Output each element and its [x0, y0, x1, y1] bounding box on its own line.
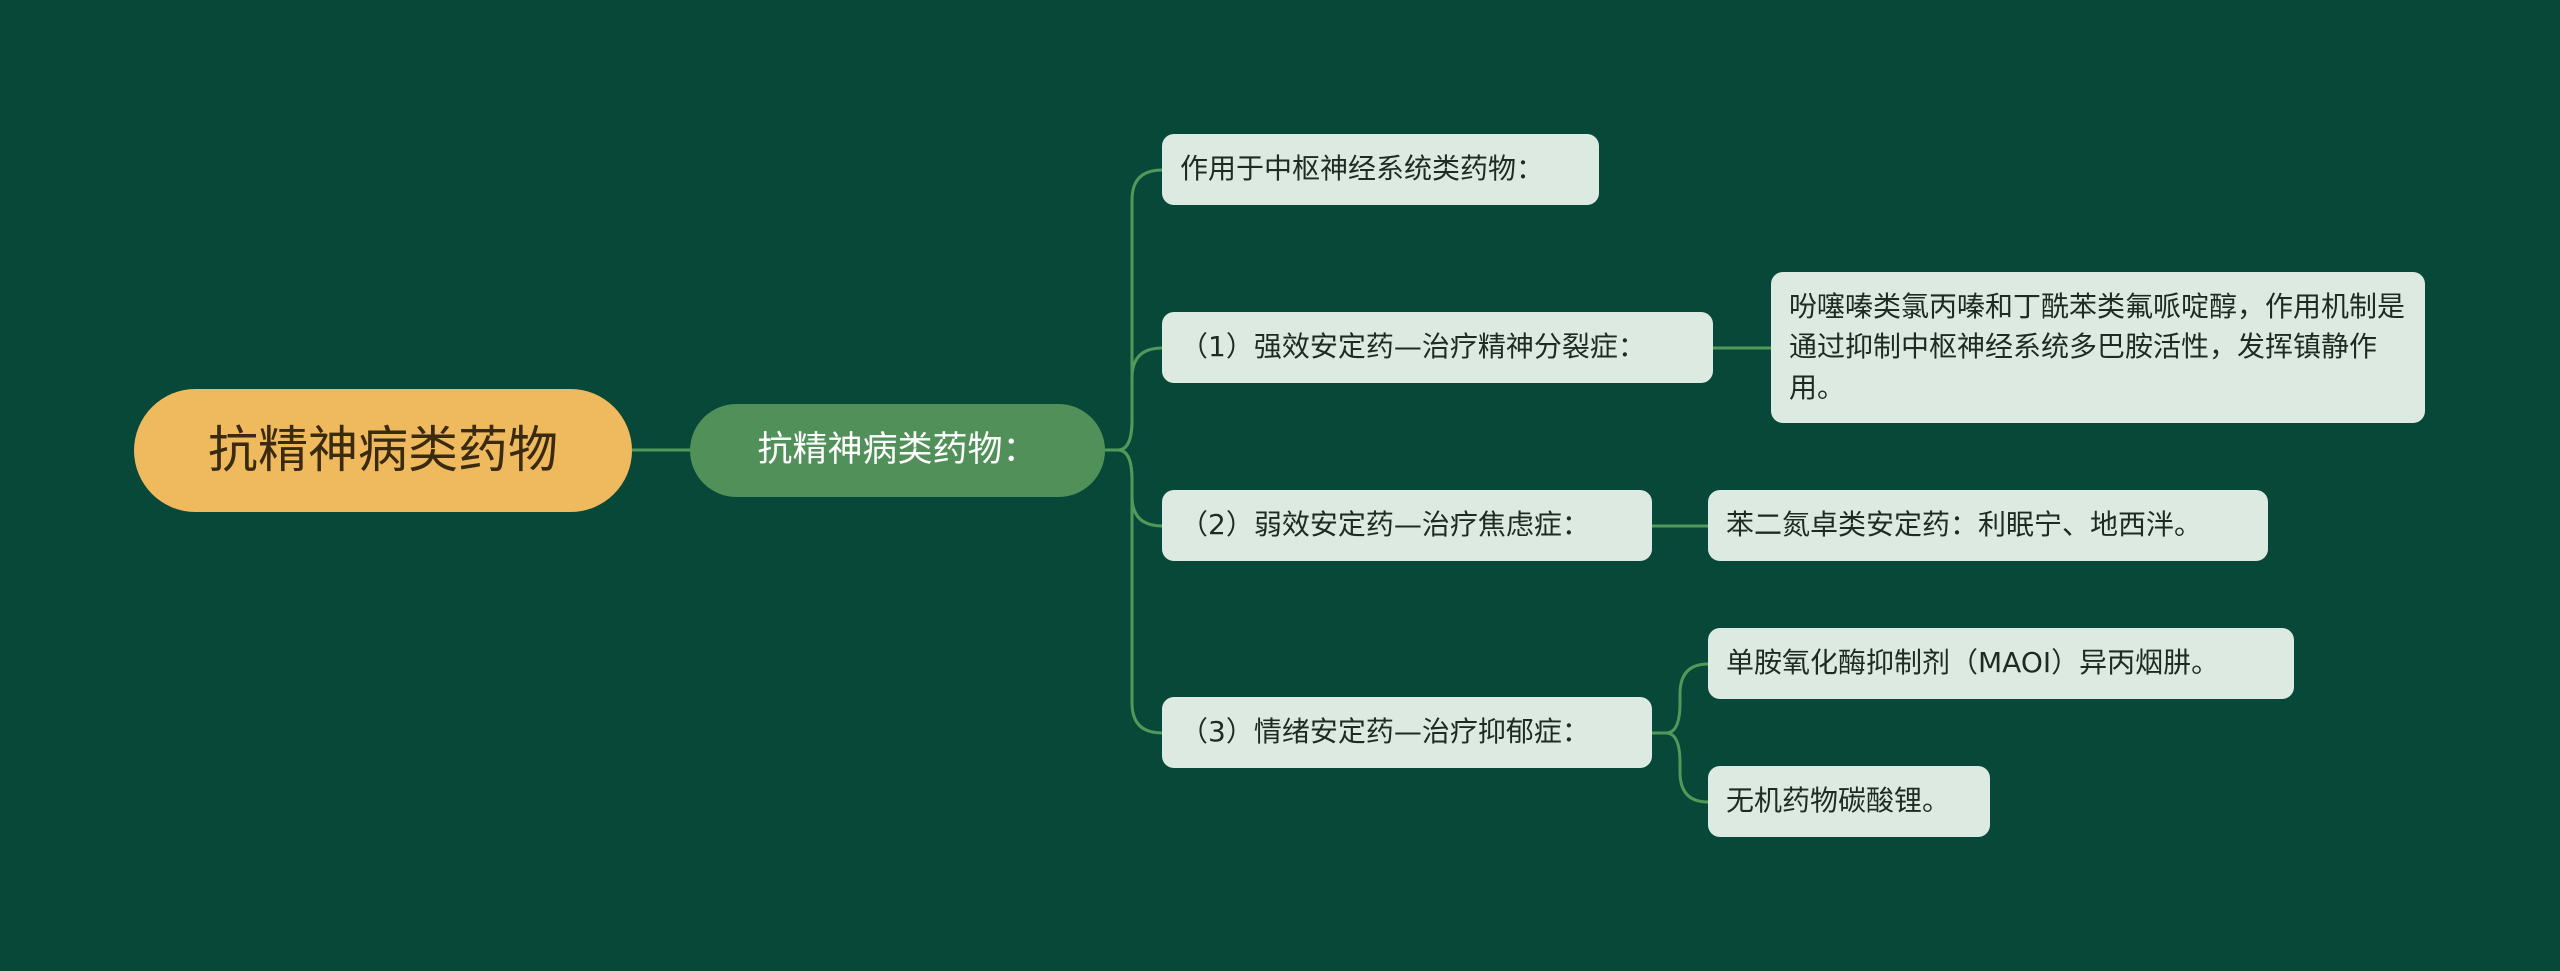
branch-cns-drugs[interactable]: 作用于中枢神经系统类药物： [1162, 134, 1599, 205]
branch-mood-stabilizer[interactable]: （3）情绪安定药—治疗抑郁症： [1162, 697, 1652, 768]
detail-label: 吩噻嗪类氯丙嗪和丁酰苯类氟哌啶醇，作用机制是通过抑制中枢神经系统多巴胺活性，发挥… [1789, 289, 2406, 404]
connector-branch4-detail3 [1652, 662, 1709, 735]
branch-label: （2）弱效安定药—治疗焦虑症： [1180, 508, 1590, 542]
connector-sub-branch-4 [1105, 448, 1163, 735]
branch-label: （3）情绪安定药—治疗抑郁症： [1180, 715, 1590, 749]
connector-branch4-detail4 [1652, 731, 1709, 804]
root-topic-label: 抗精神病类药物 [208, 421, 558, 480]
detail-label: 苯二氮卓类安定药：利眠宁、地西泮。 [1726, 508, 2203, 542]
detail-label: 单胺氧化酶抑制剂（MAOI）异丙烟肼。 [1726, 646, 2220, 680]
detail-maoi[interactable]: 单胺氧化酶抑制剂（MAOI）异丙烟肼。 [1708, 628, 2294, 699]
branch-weak-tranquilizer[interactable]: （2）弱效安定药—治疗焦虑症： [1162, 490, 1652, 561]
branch-label: 作用于中枢神经系统类药物： [1180, 152, 1545, 186]
connector-sub-branch-2 [1105, 346, 1163, 452]
detail-label: 无机药物碳酸锂。 [1726, 784, 1951, 818]
subtopic[interactable]: 抗精神病类药物： [690, 404, 1105, 497]
root-topic[interactable]: 抗精神病类药物 [134, 389, 632, 512]
detail-lithium[interactable]: 无机药物碳酸锂。 [1708, 766, 1990, 837]
branch-strong-tranquilizer[interactable]: （1）强效安定药—治疗精神分裂症： [1162, 312, 1713, 383]
detail-benzodiazepine[interactable]: 苯二氮卓类安定药：利眠宁、地西泮。 [1708, 490, 2268, 561]
subtopic-label: 抗精神病类药物： [757, 430, 1038, 471]
branch-label: （1）强效安定药—治疗精神分裂症： [1180, 330, 1646, 364]
detail-phenothiazine[interactable]: 吩噻嗪类氯丙嗪和丁酰苯类氟哌啶醇，作用机制是通过抑制中枢神经系统多巴胺活性，发挥… [1771, 272, 2425, 423]
